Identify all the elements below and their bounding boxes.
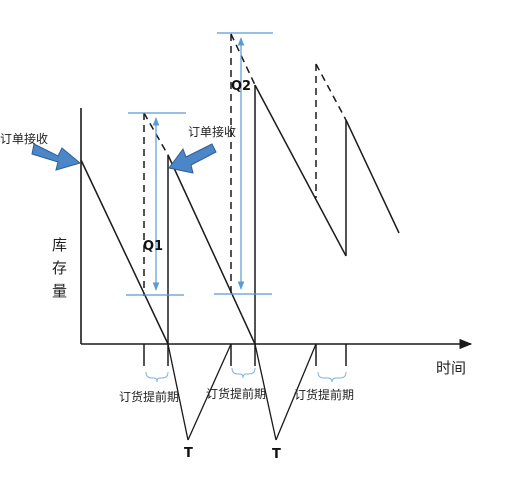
lead-time-label-2: 订货提前期 <box>206 386 266 401</box>
order-received-label-right: 订单接收 <box>188 124 236 139</box>
q1-measure <box>126 112 186 296</box>
q2-measure <box>214 32 273 295</box>
y-axis-label-2: 存 <box>52 259 67 277</box>
y-axis-label-3: 量 <box>52 282 67 300</box>
y-axis-label-1: 库 <box>52 236 67 254</box>
lead-time-braces <box>145 367 347 383</box>
q2-label: Q2 <box>231 79 251 94</box>
order-arrow-right-icon <box>168 143 217 174</box>
lead-time-label-1: 订货提前期 <box>119 389 179 404</box>
lead-time-label-3: 订货提前期 <box>294 387 354 402</box>
order-received-label-left: 订单接收 <box>0 131 48 146</box>
lead-time-ticks <box>143 344 347 366</box>
cycle-1 <box>80 84 400 345</box>
order-arrow-left-icon <box>31 143 82 171</box>
x-axis-label: 时间 <box>436 359 466 377</box>
period-label-2: T <box>272 447 281 462</box>
period-label-1: T <box>184 446 193 461</box>
period-lines <box>167 343 317 441</box>
q1-label: Q1 <box>143 239 163 254</box>
